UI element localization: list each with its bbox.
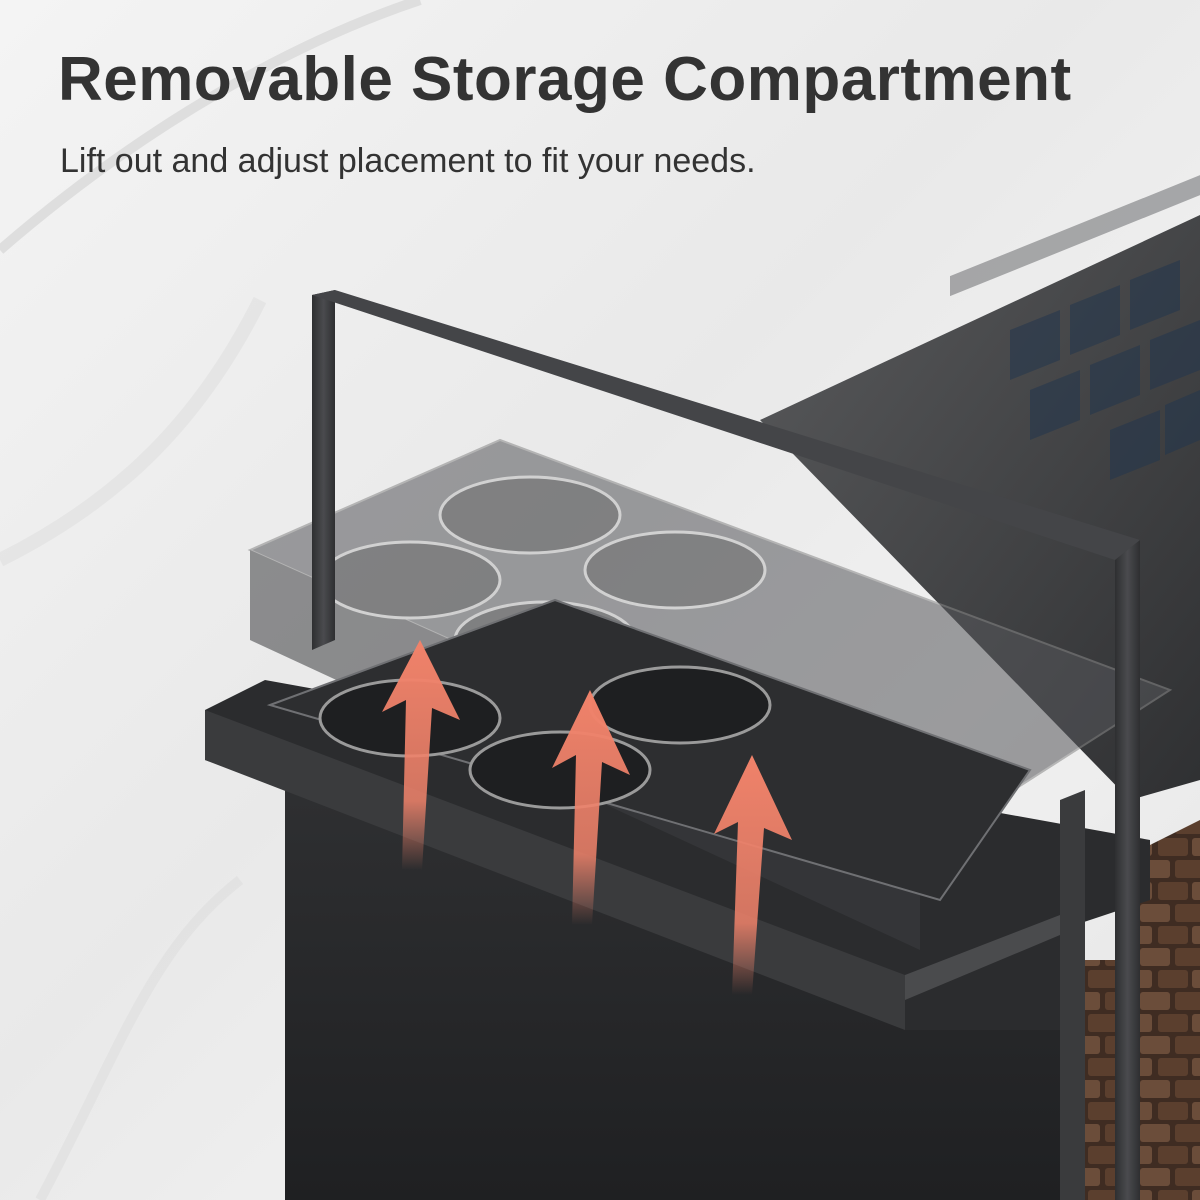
arrow-up-icon [382, 640, 460, 870]
metal-handle-frame [312, 290, 1140, 1200]
subtitle: Lift out and adjust placement to fit you… [60, 142, 756, 180]
headline: Removable Storage Compartment [58, 45, 1072, 114]
arrow-up-icon [714, 755, 792, 995]
arrow-up-icon [552, 690, 630, 925]
